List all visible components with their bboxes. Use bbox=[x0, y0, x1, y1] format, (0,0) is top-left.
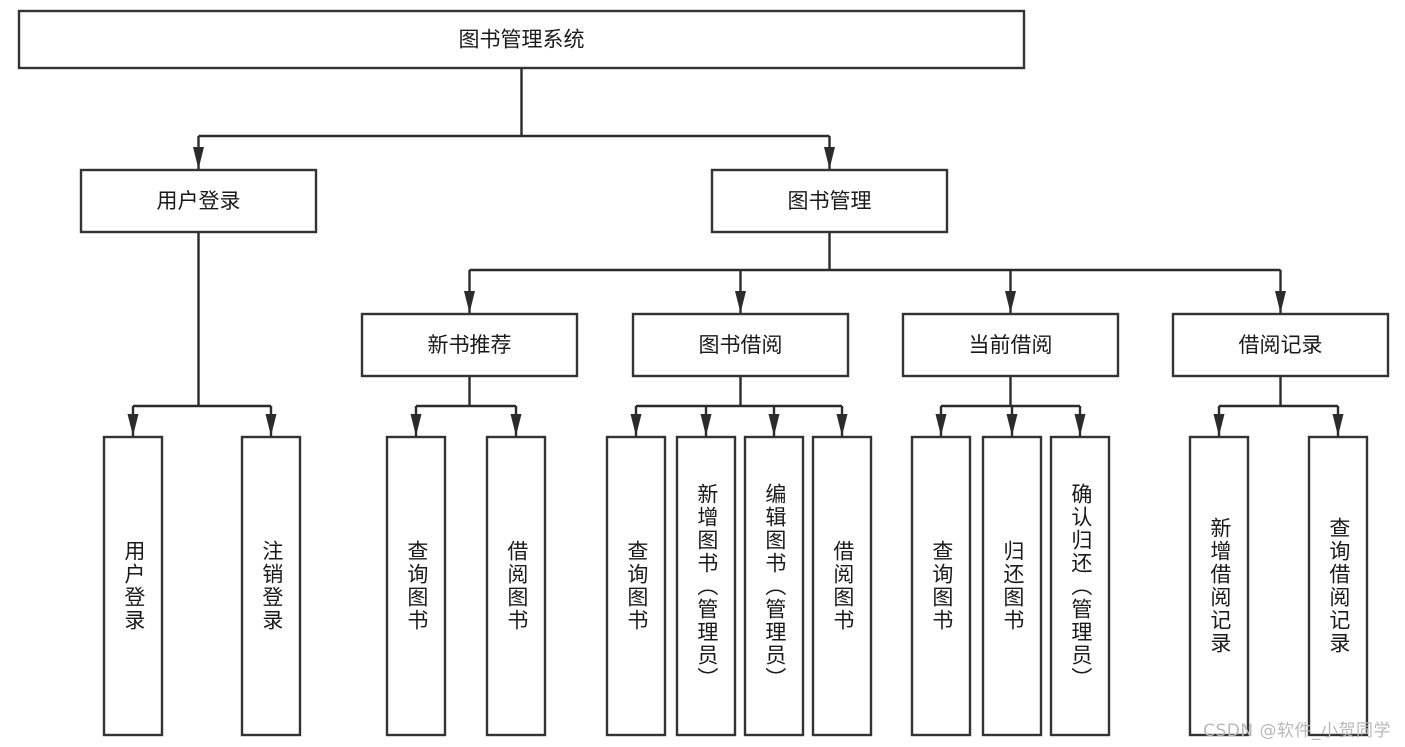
node-box-borrow-record[interactable] bbox=[1171, 312, 1390, 378]
node-box-leaf-return-book[interactable] bbox=[981, 435, 1043, 737]
node-box-leaf-edit-book-admin[interactable] bbox=[743, 435, 805, 737]
node-label-book-borrow: 图书借阅 bbox=[699, 333, 783, 357]
node-box-book-borrow[interactable] bbox=[631, 312, 850, 378]
node-label-new-book-recommend: 新书推荐 bbox=[428, 333, 512, 357]
node-box-leaf-confirm-return-admin[interactable] bbox=[1049, 435, 1111, 737]
node-label-system-root: 图书管理系统 bbox=[459, 28, 585, 52]
node-box-book-management[interactable] bbox=[710, 168, 949, 234]
watermark-credit: CSDN @软件_小贺同学 bbox=[1203, 721, 1391, 741]
node-box-leaf-add-book-admin[interactable] bbox=[675, 435, 737, 737]
connector-layer bbox=[127, 68, 1344, 436]
node-box-leaf-query-borrow-record[interactable] bbox=[1307, 435, 1369, 737]
node-label-current-borrow: 当前借阅 bbox=[969, 333, 1053, 357]
box-layer bbox=[17, 9, 1390, 737]
node-box-leaf-query-book-1[interactable] bbox=[385, 435, 447, 737]
node-box-system-root[interactable] bbox=[17, 9, 1026, 70]
node-box-leaf-user-login[interactable] bbox=[102, 435, 164, 737]
node-box-leaf-query-book-3[interactable] bbox=[910, 435, 972, 737]
node-box-leaf-add-borrow-record[interactable] bbox=[1188, 435, 1250, 737]
node-label-book-management: 图书管理 bbox=[788, 189, 872, 213]
node-box-leaf-query-book-2[interactable] bbox=[605, 435, 667, 737]
node-box-new-book-recommend[interactable] bbox=[360, 312, 579, 378]
node-box-user-login[interactable] bbox=[79, 168, 318, 234]
node-box-leaf-user-logout[interactable] bbox=[240, 435, 302, 737]
node-box-leaf-borrow-book-2[interactable] bbox=[811, 435, 873, 737]
node-box-current-borrow[interactable] bbox=[901, 312, 1120, 378]
node-box-leaf-borrow-book-1[interactable] bbox=[485, 435, 547, 737]
node-label-user-login: 用户登录 bbox=[157, 189, 241, 213]
node-label-borrow-record: 借阅记录 bbox=[1239, 333, 1323, 357]
